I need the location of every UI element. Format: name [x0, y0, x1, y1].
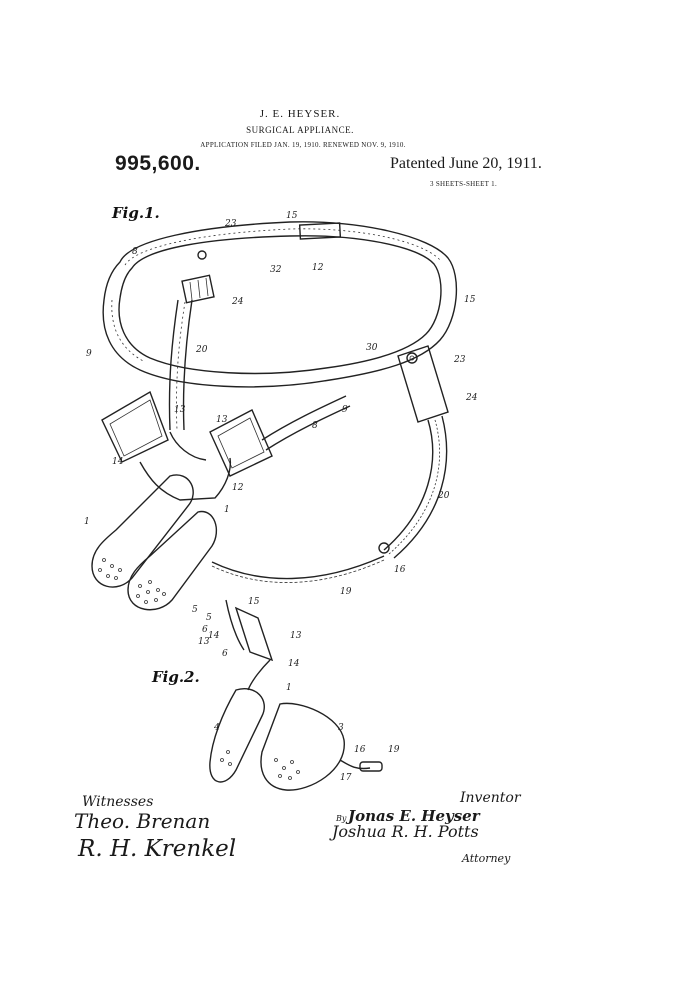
receptacles-fig1: [91, 474, 217, 611]
ref-numeral: 15: [286, 211, 298, 221]
ref-numeral: 15: [248, 597, 260, 607]
by-label: By: [336, 814, 347, 823]
belt: [102, 221, 458, 388]
fig2-reference-numerals: 5 6 13 14 13 6 15 14 1 4 3 16 19 17: [198, 597, 400, 783]
fig2-assembly: [209, 599, 383, 791]
witnesses-label: Witnesses: [82, 794, 154, 810]
appliance-frame: [139, 431, 232, 501]
ref-numeral: 23: [453, 355, 466, 365]
ref-numeral: 24: [231, 297, 244, 307]
attorney-signature: Joshua R. H. Potts: [332, 822, 479, 841]
back-strap: [168, 299, 193, 431]
ref-numeral: 4: [213, 723, 220, 733]
ref-numeral: 9: [342, 405, 348, 415]
pad-left: [101, 390, 169, 463]
side-plate-right: [397, 345, 449, 423]
ref-numeral: 8: [312, 421, 318, 431]
ref-numeral: 19: [340, 587, 352, 597]
inventor-signature: Jonas E. Heyser: [348, 807, 480, 825]
ref-numeral: 1: [224, 505, 230, 515]
ref-numeral: 9: [86, 349, 92, 359]
ref-numeral: 20: [437, 491, 450, 501]
inventor-name: J. E. HEYSER.: [259, 108, 341, 120]
ref-numeral: 14: [208, 631, 220, 641]
ref-numeral: 5: [206, 613, 212, 623]
ref-numeral: 30: [366, 343, 378, 353]
ref-numeral: 32: [270, 265, 282, 275]
pad-center: [209, 409, 273, 477]
ref-numeral: 5: [192, 605, 198, 615]
ref-numeral: 16: [394, 565, 406, 575]
ref-numeral: 15: [464, 295, 476, 305]
ref-numeral: 13: [216, 415, 228, 425]
ref-numeral: 19: [388, 745, 400, 755]
ref-numeral: 6: [222, 649, 228, 659]
witness-signature-2: R. H. Krenkel: [78, 836, 237, 862]
ref-numeral: 6: [202, 625, 208, 635]
attorney-label: Attorney: [462, 852, 511, 865]
fig1-label: Fig.1.: [111, 204, 160, 222]
ref-numeral: 23: [224, 219, 237, 229]
ref-numeral: 14: [112, 457, 124, 467]
ref-numeral: 1: [286, 683, 292, 693]
cord: [211, 555, 385, 580]
fig2-label: Fig.2.: [151, 668, 200, 686]
application-line: APPLICATION FILED JAN. 19, 1910. RENEWED…: [200, 141, 406, 149]
ref-numeral: 16: [354, 745, 366, 755]
ref-numeral: 14: [288, 659, 300, 669]
patent-title: SURGICAL APPLIANCE.: [246, 125, 354, 135]
ref-numeral: 3: [338, 723, 344, 733]
ref-numeral: 17: [340, 773, 352, 783]
ref-numeral: 13: [174, 405, 186, 415]
ref-numeral: 13: [290, 631, 302, 641]
ref-numeral: 12: [232, 483, 244, 493]
ref-numeral: 13: [198, 637, 210, 647]
patent-date: Patented June 20, 1911.: [390, 155, 542, 172]
ref-numeral: 24: [465, 393, 478, 403]
witness-signature-1: Theo. Brenan: [74, 809, 211, 833]
right-strap: [378, 415, 448, 559]
ref-numeral: 20: [195, 345, 208, 355]
ref-numeral: 12: [312, 263, 324, 273]
inventor-label: Inventor: [460, 790, 521, 806]
fig1-reference-numerals: 23 15 8 32 12 24 15 9 20 30 23 24 13 13 …: [84, 211, 478, 615]
sheet-count: 3 SHEETS-SHEET 1.: [430, 180, 497, 188]
ref-numeral: 8: [132, 247, 138, 257]
ref-numeral: 1: [84, 517, 90, 527]
patent-number: 995,600.: [115, 152, 201, 175]
